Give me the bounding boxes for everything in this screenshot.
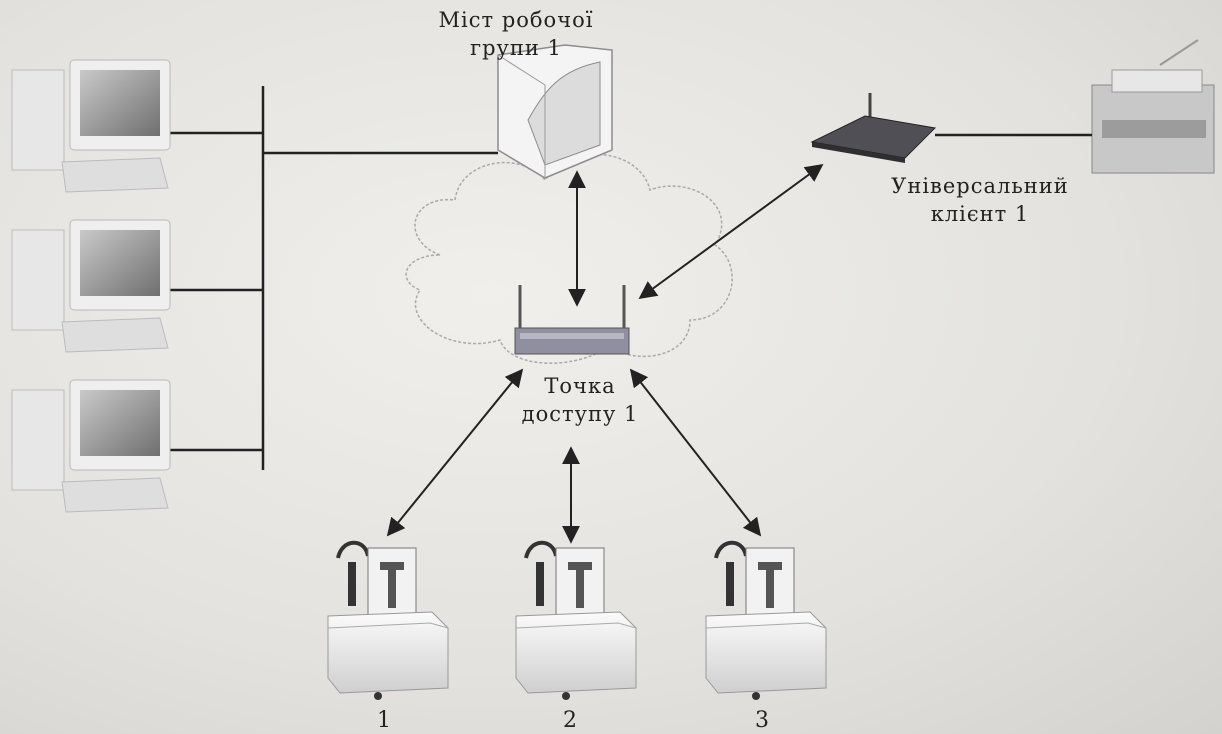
station-2-device: [515, 540, 637, 700]
desktop-pc-2: [11, 219, 171, 353]
access-point-label-line1: Точка: [544, 374, 616, 398]
station-3-device: [705, 540, 827, 700]
desktop-pc-3: [11, 379, 171, 513]
universal-client-device: [810, 93, 937, 163]
bridge-label: Міст робочої групи 1: [396, 6, 636, 62]
workgroup-bridge-device: [497, 44, 613, 179]
station-2-number: 2: [563, 708, 577, 733]
bridge-label-line1: Міст робочої: [438, 8, 594, 32]
wireless-cloud: [405, 153, 733, 364]
client-label-line1: Універсальний: [891, 174, 1069, 198]
station-1-device: [327, 540, 449, 700]
printer-device: [1091, 39, 1215, 174]
station-1-number: 1: [377, 708, 391, 733]
client-label-line2: клієнт 1: [930, 202, 1030, 226]
access-point-label: Точка доступу 1: [480, 372, 680, 428]
desktop-pc-1: [11, 59, 171, 193]
client-label: Універсальний клієнт 1: [850, 172, 1110, 228]
access-point-label-line2: доступу 1: [521, 402, 639, 426]
lan-bus: [170, 86, 498, 470]
bridge-label-line2: групи 1: [470, 36, 562, 60]
station-3-number: 3: [755, 708, 769, 733]
client-ap-link: [638, 163, 824, 300]
access-point-device: [514, 285, 630, 355]
ap-station-3-link: [629, 368, 762, 537]
ap-station-1-link: [386, 368, 524, 537]
